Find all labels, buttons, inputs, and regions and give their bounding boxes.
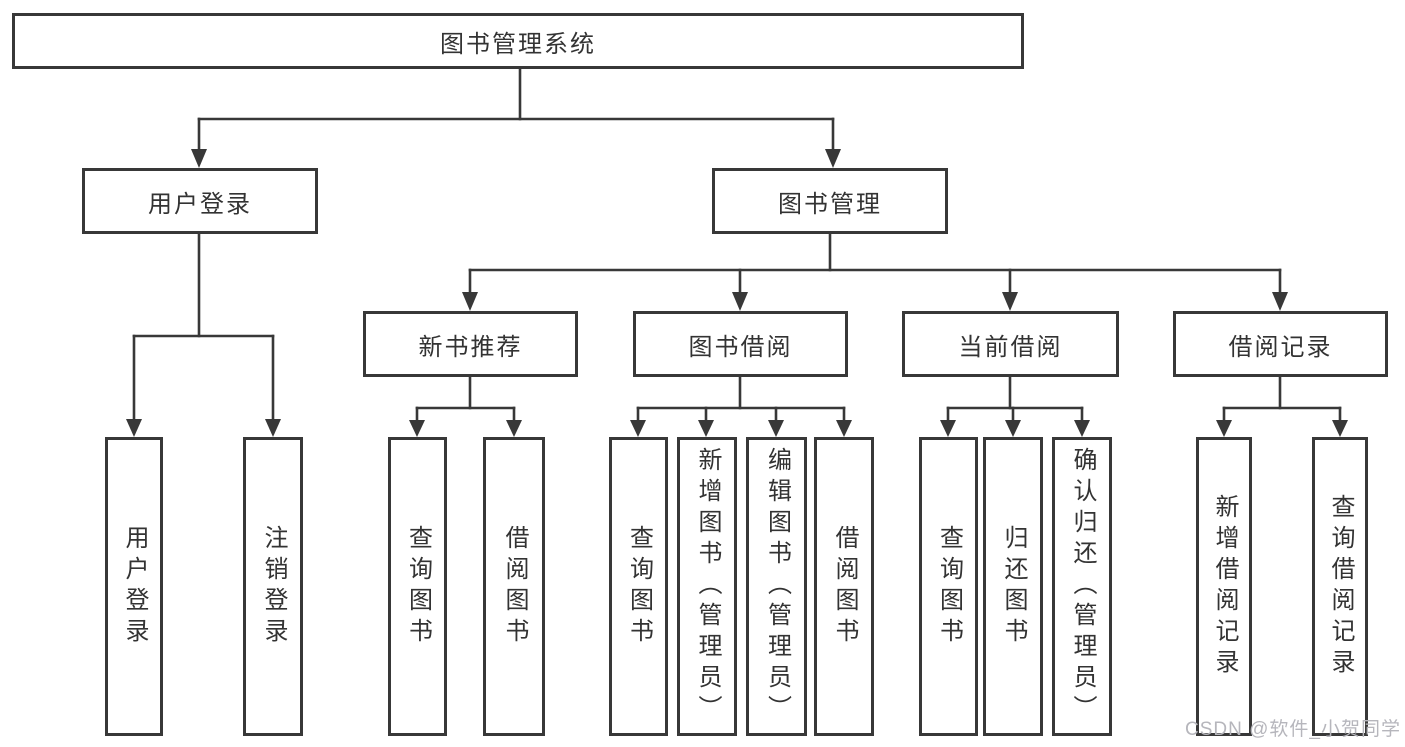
arrow-into-g1c1	[409, 420, 425, 437]
arrow-into-l3-4	[1272, 292, 1288, 311]
node-query-borrow-record: 查询借阅记录	[1312, 437, 1368, 736]
arrow-into-g4c2	[1332, 420, 1348, 437]
node-book-management: 图书管理	[712, 168, 948, 234]
node-confirm-return-admin: 确认归还（管理员）	[1052, 437, 1112, 736]
arrow-into-g2c4	[836, 420, 852, 437]
arrow-into-g3c3	[1074, 420, 1090, 437]
node-current-borrow: 当前借阅	[902, 311, 1119, 377]
arrow-into-ub	[265, 419, 281, 437]
node-query-books-1: 查询图书	[388, 437, 447, 736]
arrowheads	[126, 149, 1348, 437]
arrow-into-book-mgmt	[825, 149, 841, 168]
node-add-books-admin: 新增图书（管理员）	[677, 437, 737, 736]
node-user-login: 用户登录	[82, 168, 318, 234]
node-borrow-record: 借阅记录	[1173, 311, 1388, 377]
node-borrow-books-2: 借阅图书	[814, 437, 874, 736]
csdn-watermark: CSDN @软件_小贺同学	[1185, 719, 1401, 740]
node-edit-books-admin: 编辑图书（管理员）	[746, 437, 807, 736]
node-logout-leaf: 注销登录	[243, 437, 303, 736]
arrow-into-g1c2	[506, 420, 522, 437]
node-new-book-recommend: 新书推荐	[363, 311, 578, 377]
arrow-into-user-login	[191, 149, 207, 168]
arrow-into-g2c2	[698, 420, 714, 437]
arrow-into-l3-1	[462, 292, 478, 311]
arrow-into-l3-2	[732, 292, 748, 311]
node-borrow-books-1: 借阅图书	[483, 437, 545, 736]
node-user-login-leaf: 用户登录	[105, 437, 163, 736]
node-library-system: 图书管理系统	[12, 13, 1024, 69]
arrow-into-ua	[126, 419, 142, 437]
arrow-into-g2c1	[630, 420, 646, 437]
node-book-borrow: 图书借阅	[633, 311, 848, 377]
arrow-into-l3-3	[1002, 292, 1018, 311]
node-query-books-2: 查询图书	[609, 437, 668, 736]
arrow-into-g3c1	[940, 420, 956, 437]
arrow-into-g3c2	[1005, 420, 1021, 437]
node-add-borrow-record: 新增借阅记录	[1196, 437, 1252, 736]
node-query-books-3: 查询图书	[919, 437, 978, 736]
arrow-into-g2c3	[768, 420, 784, 437]
arrow-into-g4c1	[1216, 420, 1232, 437]
node-return-books: 归还图书	[983, 437, 1043, 736]
